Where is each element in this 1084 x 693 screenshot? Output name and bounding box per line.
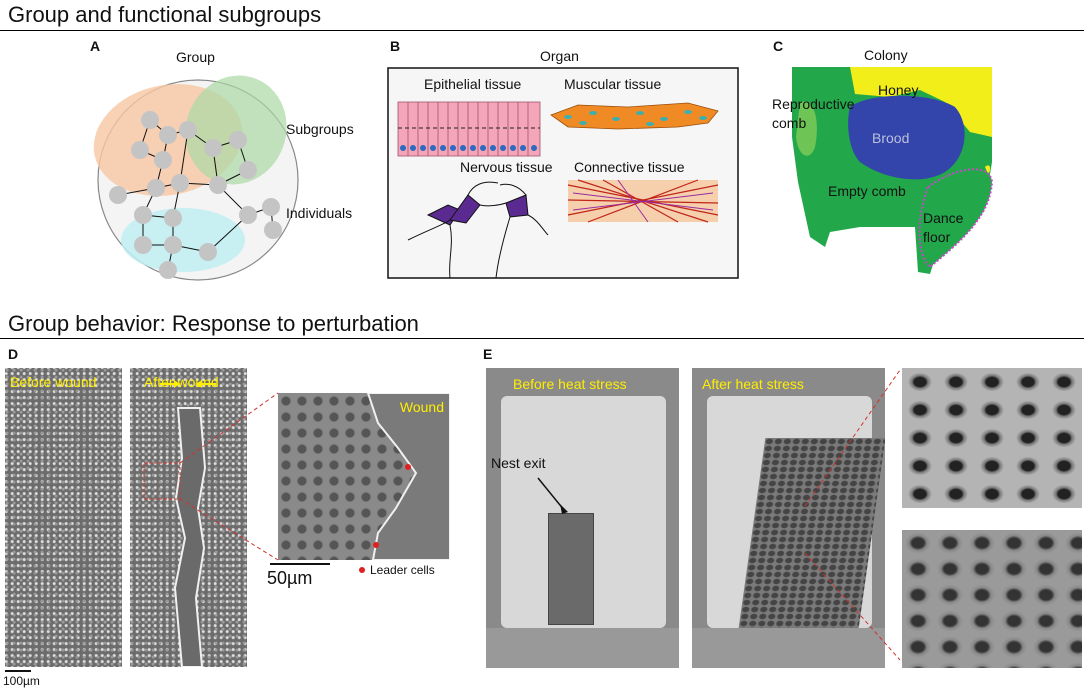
after-heat-photo: After heat stress xyxy=(692,368,885,668)
individual-nodes xyxy=(109,111,282,279)
panel-letter-d: D xyxy=(8,346,19,362)
panel-letter-e: E xyxy=(483,346,493,362)
neuron-cells xyxy=(407,181,549,279)
reproductive-comb xyxy=(796,101,817,156)
muscular-cells xyxy=(550,102,719,130)
nervous-label: Nervous tissue xyxy=(460,159,553,175)
organ-frame xyxy=(387,67,739,279)
nest-exit-arrow xyxy=(537,477,568,514)
wound-edge xyxy=(366,393,450,560)
scale-bar-50 xyxy=(270,563,330,565)
before-heat-photo: Before heat stress Nest exit xyxy=(486,368,679,668)
honey-label: Honey xyxy=(878,82,918,98)
epithelial-cells xyxy=(397,101,541,157)
subgroups-label: Subgroups xyxy=(286,121,354,137)
brood-label: Brood xyxy=(872,130,909,146)
scale-label-100: 100µm xyxy=(3,674,40,688)
comb-label: comb xyxy=(772,115,806,131)
bees-closeup-top xyxy=(902,368,1082,508)
before-wound-micrograph: Before wound xyxy=(5,368,122,667)
brood-area xyxy=(848,95,965,180)
empty-comb-label: Empty comb xyxy=(828,183,906,199)
wound-zoom-micrograph: Wound xyxy=(278,393,450,560)
nest-exit-label: Nest exit xyxy=(491,455,546,471)
after-wound-label: After wound xyxy=(144,374,219,390)
nest-entrance xyxy=(548,513,594,625)
section-divider-2 xyxy=(0,338,1084,339)
honey-area xyxy=(850,67,992,137)
muscular-label: Muscular tissue xyxy=(564,76,661,92)
floor-strip xyxy=(486,628,679,668)
epithelial-label: Epithelial tissue xyxy=(424,76,521,92)
reproductive-label: Reproductive xyxy=(772,96,855,112)
panel-a-network-diagram: Group Subgroups Individuals xyxy=(93,49,354,281)
connective-tissue xyxy=(567,179,719,223)
section-title-group: Group and functional subgroups xyxy=(8,2,322,27)
individuals-label: Individuals xyxy=(286,205,352,221)
organ-label: Organ xyxy=(540,48,579,64)
zoom-lines-d xyxy=(179,392,279,561)
after-heat-label: After heat stress xyxy=(702,376,804,392)
section-title-behavior: Group behavior: Response to perturbation xyxy=(8,311,419,336)
bees-closeup-bottom xyxy=(902,530,1082,668)
panel-letter-a: A xyxy=(90,38,101,54)
floor-strip-after xyxy=(692,628,885,668)
leader-cells-label: Leader cells xyxy=(370,563,435,577)
floor-label: floor xyxy=(923,229,951,245)
wound-gap xyxy=(143,380,216,667)
group-label: Group xyxy=(176,49,215,65)
dance-label: Dance xyxy=(923,210,964,226)
leader-cells-dot xyxy=(359,567,365,573)
dance-floor xyxy=(918,168,994,269)
panel-letter-c: C xyxy=(773,38,784,54)
wound-label: Wound xyxy=(399,399,444,415)
before-heat-label: Before heat stress xyxy=(513,376,627,392)
scale-label-50: 50µm xyxy=(267,568,313,588)
scale-bar-100 xyxy=(5,670,31,672)
panel-b-tissue-diagram: Organ Epithelial tissue Muscular tissue … xyxy=(387,48,739,279)
zoom-lines-e xyxy=(804,369,901,661)
colony-label: Colony xyxy=(864,47,908,63)
panel-c-colony-map: Colony Reproductive comb Honey Brood Emp… xyxy=(772,47,994,274)
after-wound-micrograph: After wound xyxy=(130,368,247,667)
connective-label: Connective tissue xyxy=(574,159,685,175)
honey-spot xyxy=(985,165,991,174)
panel-letter-b: B xyxy=(390,38,401,54)
section-divider xyxy=(0,30,1084,31)
before-wound-label: Before wound xyxy=(10,374,97,390)
